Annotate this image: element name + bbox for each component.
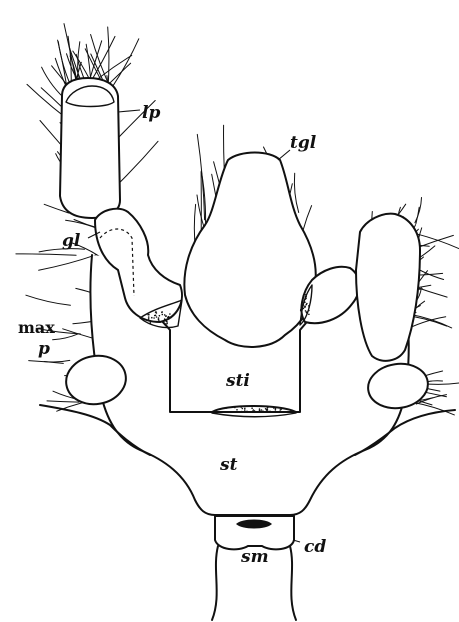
stipple-dot	[226, 407, 228, 409]
leader-tgl	[278, 150, 290, 160]
stipple-dot	[305, 310, 307, 312]
label-p: p	[38, 339, 50, 359]
stipple-dot	[279, 409, 281, 411]
seta	[294, 173, 298, 212]
seta	[109, 39, 139, 92]
stipple-dot	[242, 408, 244, 410]
leader-lp	[118, 110, 140, 112]
labial-palp-left	[60, 78, 120, 218]
stipple-dot	[150, 320, 152, 322]
label-st: st	[219, 455, 238, 475]
glossa	[184, 153, 315, 347]
stipple-dot	[241, 411, 243, 413]
stipple-dot	[165, 315, 167, 317]
stipple-dot	[305, 296, 307, 298]
stipple-dot	[302, 304, 304, 306]
stipple-dot	[300, 309, 302, 311]
stipple-dot	[251, 407, 253, 409]
stipple-dot	[155, 315, 157, 317]
stipple-dot	[153, 317, 155, 319]
stipple-dot	[308, 306, 310, 308]
stipple-dot	[275, 408, 277, 410]
stipple-dot	[161, 311, 163, 313]
stipple-dot	[244, 409, 246, 411]
stipple-dot	[148, 318, 150, 320]
stipple-dot	[244, 408, 246, 410]
stipple-dot	[266, 409, 268, 411]
label-sm: sm	[240, 547, 269, 567]
stipple-dot	[280, 407, 282, 409]
stipple-dot	[151, 317, 153, 319]
stipple-dot	[170, 317, 172, 319]
stipple-dot	[240, 406, 242, 408]
stipple-dot	[269, 411, 271, 413]
label-gl: gl	[62, 231, 81, 251]
stipple-dot	[159, 315, 161, 317]
stipple-dot	[262, 410, 264, 412]
stipple-dot	[164, 324, 166, 326]
stipple-dot	[306, 312, 308, 314]
stipple-dot	[155, 311, 157, 313]
stipple-dot	[147, 314, 149, 316]
stipple-dot	[304, 301, 306, 303]
label-cd: cd	[304, 537, 326, 557]
stipple-dot	[252, 411, 254, 413]
neck-right	[290, 546, 296, 620]
stipple-dot	[261, 409, 263, 411]
stipple-dot	[168, 316, 170, 318]
seta	[416, 234, 459, 253]
stipple-dot	[162, 314, 164, 316]
seta	[53, 334, 78, 340]
stipple-dot	[251, 405, 253, 407]
stipple-dot	[304, 305, 306, 307]
stipple-dot	[166, 323, 168, 325]
stipple-dot	[156, 316, 158, 318]
stipple-dot	[259, 408, 261, 410]
stipple-dot	[150, 322, 152, 324]
seta	[47, 401, 79, 402]
stipple-dot	[166, 321, 168, 323]
stipple-dot	[305, 294, 307, 296]
stipple-dot	[244, 411, 246, 413]
stipple-dot	[172, 315, 174, 317]
stipple-dot	[273, 407, 275, 409]
stipple-dot	[305, 297, 307, 299]
stipple-dot	[300, 310, 302, 312]
stipple-dot	[234, 407, 236, 409]
stipple-dot	[303, 308, 305, 310]
seta	[114, 141, 158, 187]
stipple-dot	[245, 406, 247, 408]
stipple-dot	[158, 317, 160, 319]
stipple-dot	[306, 303, 308, 305]
neck-left	[212, 546, 218, 620]
label-sti: sti	[225, 371, 250, 391]
stipple-dot	[246, 411, 248, 413]
label-tgl: tgl	[290, 133, 317, 153]
stipple-dot	[308, 310, 310, 312]
stipple-dot	[164, 314, 166, 316]
stipple-dot	[302, 316, 304, 318]
label-lp: lp	[142, 103, 160, 123]
stipple-dot	[303, 294, 305, 296]
seta	[26, 295, 71, 305]
seta	[415, 198, 422, 223]
stipple-dot	[308, 314, 310, 316]
stipple-dot	[259, 410, 261, 412]
stipple-dot	[164, 318, 166, 320]
stipple-dot	[236, 409, 238, 411]
stipple-dot	[169, 313, 171, 315]
stipple-dot	[254, 410, 256, 412]
stipple-dot	[148, 316, 150, 318]
seta	[44, 360, 70, 362]
label-max: max	[18, 318, 55, 337]
seta	[39, 255, 97, 271]
seta	[16, 254, 76, 255]
stipple-dot	[158, 319, 160, 321]
labial-palp-right	[356, 214, 420, 361]
stipple-dot	[267, 407, 269, 409]
